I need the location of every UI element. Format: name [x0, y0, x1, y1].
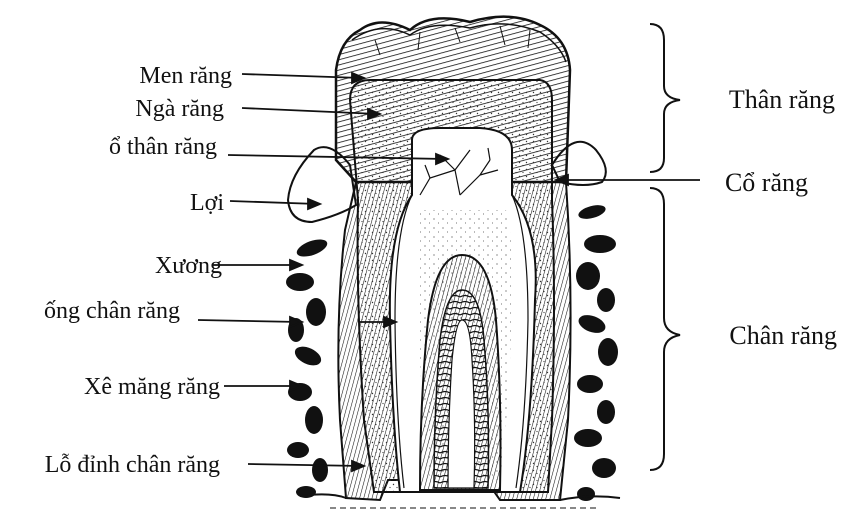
label-than-rang: Thân răng [729, 85, 835, 114]
label-nga-rang: Ngà răng [135, 96, 224, 122]
label-xuong: Xương [155, 253, 222, 279]
label-men-rang: Men răng [139, 63, 232, 89]
label-xe-mang-rang: Xê măng răng [84, 374, 220, 400]
label-co-rang: Cổ răng [725, 168, 808, 197]
label-o-than-rang: ổ thân răng [109, 134, 217, 160]
label-ong-chan-rang: ống chân răng [44, 298, 180, 324]
braces [650, 24, 680, 470]
label-chan-rang: Chân răng [729, 321, 837, 350]
label-lo-dinh-chan-rang: Lỗ đỉnh chân răng [45, 452, 220, 478]
label-loi: Lợi [190, 190, 224, 216]
